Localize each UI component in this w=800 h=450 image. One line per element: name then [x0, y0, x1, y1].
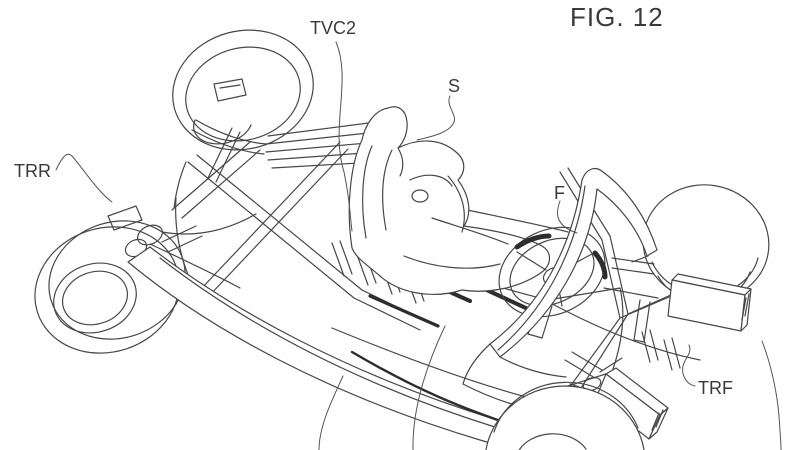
figure-title: FIG. 12 — [570, 2, 664, 32]
leader-trr — [56, 154, 112, 202]
label-tvc2: TVC2 — [310, 18, 357, 38]
label-f: F — [554, 183, 565, 203]
front-crash-rail-right — [668, 274, 751, 331]
front-crash-rail-lower — [570, 368, 668, 439]
leader-f — [557, 201, 577, 233]
leader-right-edge — [762, 341, 781, 450]
front-bulkhead-tubes — [458, 168, 700, 396]
label-trr: TRR — [14, 161, 51, 181]
label-trf: TRF — [698, 378, 733, 398]
racing-seat — [349, 107, 549, 295]
leader-trf — [683, 345, 695, 386]
leader-tvc2 — [336, 42, 352, 231]
label-s: S — [448, 76, 461, 96]
leader-bottom-mid — [413, 326, 445, 450]
leader-bottom-left — [319, 376, 343, 450]
rear-suspension — [108, 79, 266, 288]
rear-right-wheel — [159, 15, 327, 166]
leader-s — [417, 96, 455, 140]
front-left-wheel — [485, 382, 645, 450]
